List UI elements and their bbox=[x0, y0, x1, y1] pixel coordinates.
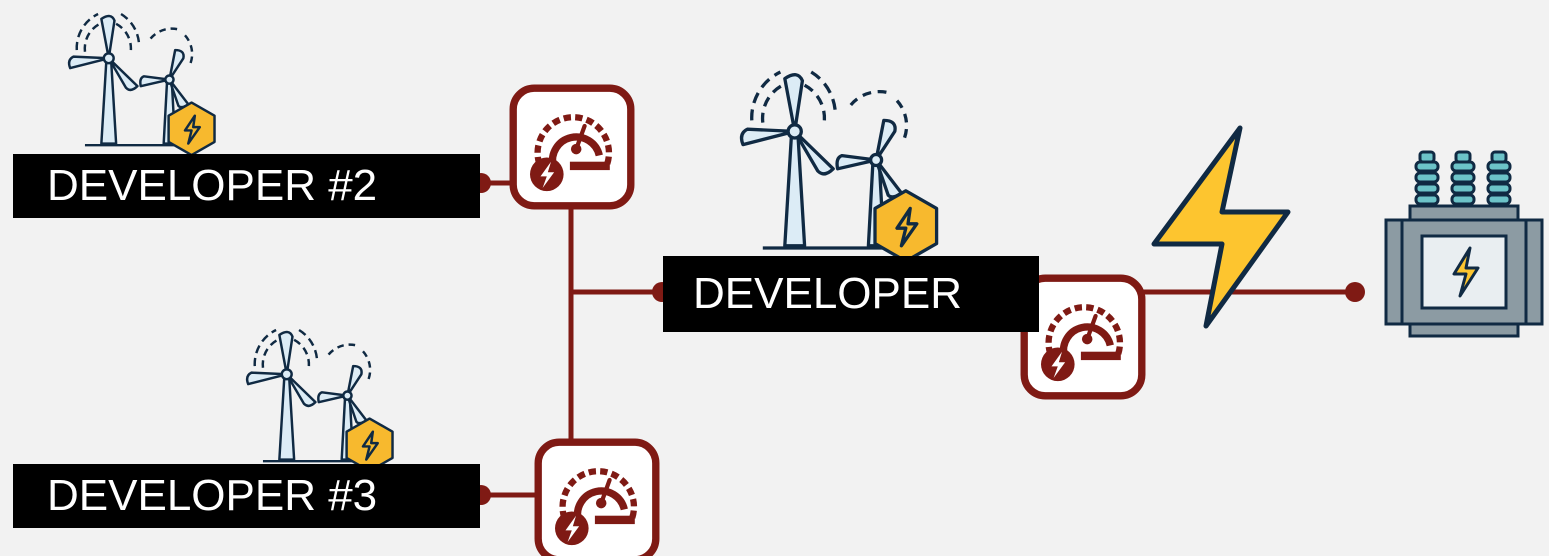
power-meter-icon bbox=[513, 88, 631, 206]
power-meter-icon bbox=[538, 442, 656, 556]
wind-turbine-icon bbox=[739, 70, 939, 263]
developer-3-text: DEVELOPER #3 bbox=[47, 471, 378, 520]
wind-turbine-icon bbox=[67, 12, 216, 157]
wind-turbine-icon bbox=[245, 328, 394, 473]
developer-2-label: DEVELOPER #2 bbox=[13, 154, 480, 218]
developer-main-label: DEVELOPER bbox=[663, 256, 1039, 332]
transformer-icon bbox=[1384, 150, 1544, 338]
power-meter-icon bbox=[1024, 278, 1142, 396]
dot-transformer bbox=[1345, 282, 1365, 302]
developer-2-text: DEVELOPER #2 bbox=[47, 161, 378, 210]
lightning-bolt-icon bbox=[1151, 125, 1291, 329]
developer-main-text: DEVELOPER bbox=[693, 269, 962, 318]
developer-3-label: DEVELOPER #3 bbox=[13, 464, 480, 528]
